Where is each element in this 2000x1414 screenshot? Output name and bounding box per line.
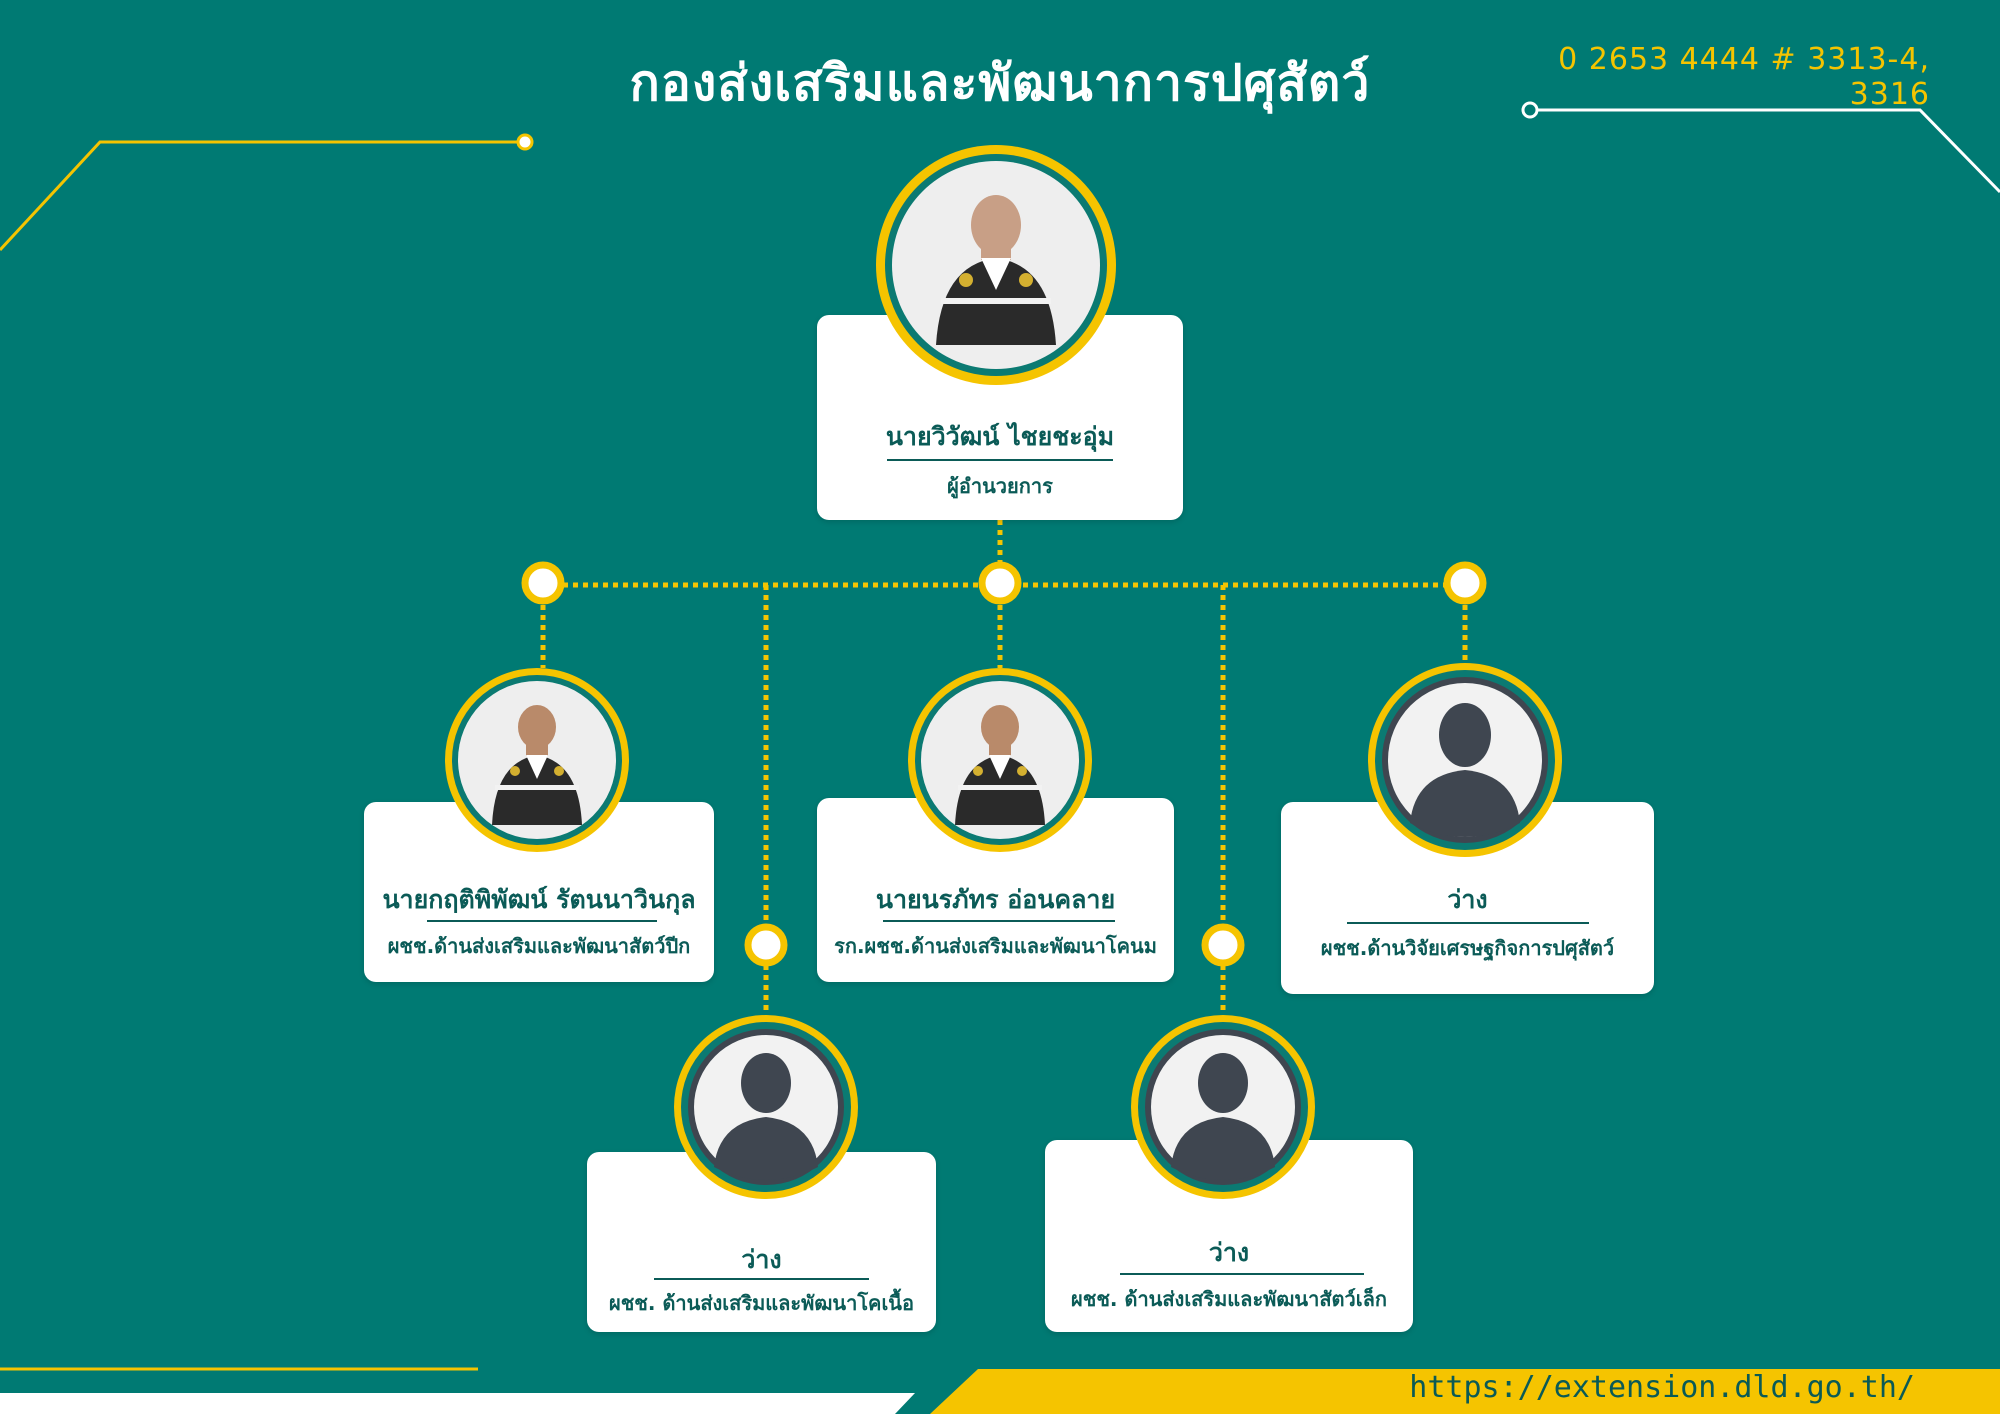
member-name: นายนรภัทร อ่อนคลาย — [875, 885, 1116, 914]
junction-ring-beef — [744, 923, 788, 967]
member-divider — [654, 1278, 869, 1280]
avatar-placeholder-icon — [1410, 703, 1520, 837]
member-divider — [1120, 1273, 1364, 1275]
junction-ring-left — [521, 561, 565, 605]
website-url: https://extension.dld.go.th/ — [1409, 1370, 1915, 1405]
director-role: ผู้อำนวยการ — [947, 474, 1053, 498]
junction-ring-center — [978, 561, 1022, 605]
member-divider — [427, 920, 657, 922]
member-name: ว่าง — [1208, 1238, 1250, 1267]
decor-dot-top-right — [1521, 101, 1539, 119]
member-name: ว่าง — [741, 1245, 782, 1274]
member-role: ผชช.ด้านวิจัยเศรษฐกิจการปศุสัตว์ — [1320, 936, 1615, 960]
director-name: นายวิวัฒน์ ไชยชะอุ่ม — [885, 422, 1115, 451]
junction-ring-right — [1443, 561, 1487, 605]
avatar-placeholder-icon — [714, 1053, 818, 1180]
decor-line-top-right — [1530, 108, 2000, 194]
member-divider — [1347, 922, 1589, 924]
member-role: ผชช. ด้านส่งเสริมและพัฒนาโคเนื้อ — [609, 1291, 914, 1315]
poultry-specialist-photo — [445, 668, 629, 852]
avatar-placeholder-icon — [1171, 1053, 1275, 1180]
person-photo — [955, 705, 1045, 825]
director-divider — [887, 459, 1113, 461]
member-role: ผชช. ด้านส่งเสริมและพัฒนาสัตว์เล็ก — [1071, 1287, 1387, 1311]
person-photo — [936, 195, 1056, 345]
page-title: กองส่งเสริมและพัฒนาการปศุสัตว์ — [629, 54, 1371, 112]
footer-bar-yellow — [930, 1369, 2000, 1414]
member-name: ว่าง — [1447, 885, 1488, 914]
decor-dot-top-left — [516, 133, 534, 151]
decor-line-top-left — [0, 140, 525, 252]
member-divider — [883, 920, 1115, 922]
junction-ring-small — [1201, 923, 1245, 967]
member-role: ผชช.ด้านส่งเสริมและพัฒนาสัตว์ปีก — [387, 934, 691, 958]
beef-vacant-photo — [674, 1015, 858, 1199]
small-animals-vacant-photo — [1131, 1015, 1315, 1199]
person-photo — [492, 705, 582, 825]
member-role: รก.ผชช.ด้านส่งเสริมและพัฒนาโคนม — [834, 934, 1157, 958]
member-name: นายกฤติพิพัฒน์ รัตนนาวินกุล — [382, 885, 696, 914]
footer-bar-white — [0, 1393, 915, 1414]
economics-vacant-photo — [1368, 663, 1562, 857]
dairy-specialist-photo — [908, 668, 1092, 852]
director-photo — [876, 145, 1116, 385]
phone-number: 0 2653 4444 # 3313-4, 3316 — [1558, 42, 1930, 112]
